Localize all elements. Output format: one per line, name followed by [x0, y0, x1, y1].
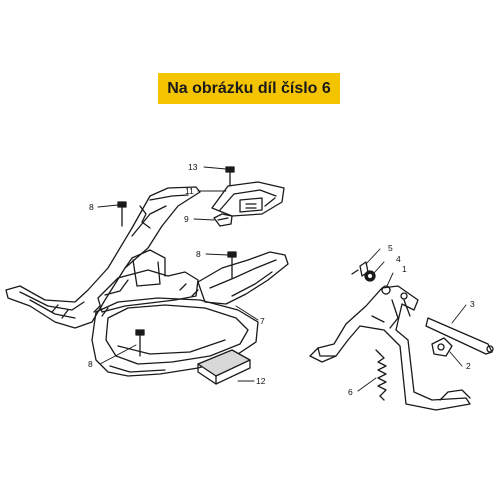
callout-11: 11 — [185, 186, 194, 196]
callout-8-center: 8 — [196, 249, 201, 259]
callout-8-bottom: 8 — [88, 359, 93, 369]
center-stand-part-1 — [309, 285, 471, 411]
clip-part-9 — [213, 213, 233, 227]
part-number-banner: Na obrázku díl číslo 6 — [158, 73, 340, 104]
bolt-part-8-top-left — [117, 201, 127, 227]
banner-text: Na obrázku díl číslo 6 — [167, 79, 331, 97]
callout-12: 12 — [256, 376, 266, 386]
callout-7: 7 — [260, 316, 265, 326]
leader-lines — [97, 166, 467, 392]
callout-1: 1 — [402, 264, 407, 274]
callout-8-top: 8 — [89, 202, 94, 212]
spring-part-6 — [375, 349, 387, 401]
callout-9: 9 — [184, 214, 189, 224]
bolt-part-13 — [225, 166, 235, 187]
callout-5: 5 — [388, 243, 393, 253]
callout-6: 6 — [348, 387, 353, 397]
callout-2: 2 — [466, 361, 471, 371]
bolt-part-8-center — [227, 251, 237, 279]
pin-part-5 — [351, 261, 369, 277]
bushing-part-2 — [431, 337, 453, 357]
callout-labels: 13 11 9 8 8 8 7 12 5 4 1 3 2 6 — [88, 162, 475, 397]
callout-4: 4 — [396, 254, 401, 264]
pad-part-12 — [197, 349, 251, 385]
callout-3: 3 — [470, 299, 475, 309]
washer-part-4 — [364, 270, 376, 282]
bolt-part-8-bottom — [135, 329, 145, 357]
cover-part-11 — [211, 181, 285, 217]
shaft-part-3 — [425, 317, 494, 355]
callout-13: 13 — [188, 162, 198, 172]
